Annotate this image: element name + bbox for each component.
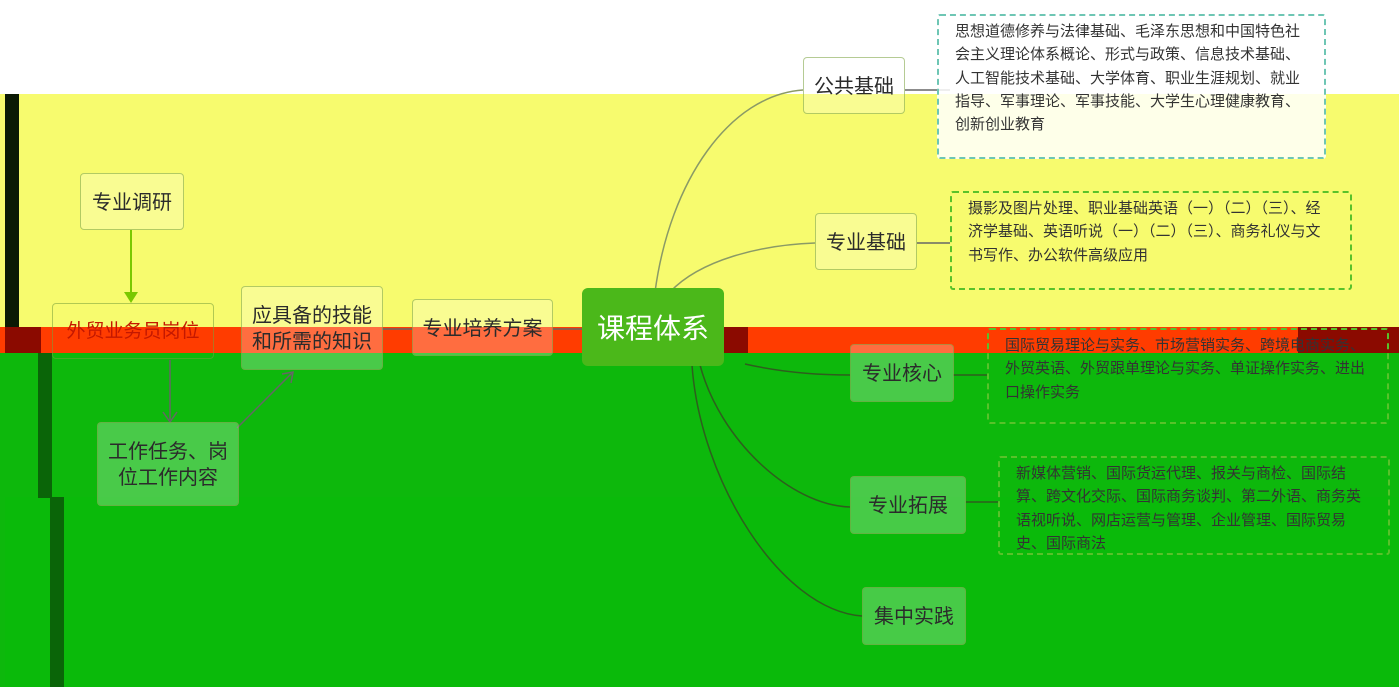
branch-professional-extension[interactable]: 专业拓展 [850,476,966,534]
branch-label: 专业核心 [862,361,942,385]
node-position[interactable]: 外贸业务员岗位 [52,303,214,359]
node-position-label: 外贸业务员岗位 [66,319,200,342]
detail-text: 思想道德修养与法律基础、毛泽东思想和中国特色社会主义理论体系概论、形式与政策、信… [955,22,1301,133]
node-research-label: 专业调研 [92,189,172,214]
detail-text: 摄影及图片处理、职业基础英语（一）（二）（三）、经济学基础、英语听说（一）（二）… [968,199,1321,264]
branch-public-foundation[interactable]: 公共基础 [803,57,905,114]
detail-text: 国际贸易理论与实务、市场营销实务、跨境电商实务、外贸英语、外贸跟单理论与实务、单… [1005,336,1366,401]
node-skills-label: 应具备的技能和所需的知识 [252,303,372,353]
detail-public-foundation: 思想道德修养与法律基础、毛泽东思想和中国特色社会主义理论体系概论、形式与政策、信… [937,14,1326,159]
detail-professional-extension: 新媒体营销、国际货运代理、报关与商检、国际结算、跨文化交际、国际商务谈判、第二外… [998,456,1390,555]
dark-green-stripe-lower [50,497,64,687]
detail-professional-foundation: 摄影及图片处理、职业基础英语（一）（二）（三）、经济学基础、英语听说（一）（二）… [950,191,1352,290]
node-task[interactable]: 工作任务、岗位工作内容 [97,422,239,506]
branch-label: 公共基础 [814,73,894,98]
branch-professional-foundation[interactable]: 专业基础 [815,213,917,270]
node-task-label: 工作任务、岗位工作内容 [108,439,228,489]
node-plan[interactable]: 专业培养方案 [412,299,553,356]
branch-label: 专业基础 [826,229,906,254]
green-band-lower [5,497,1399,687]
detail-text: 新媒体营销、国际货运代理、报关与商检、国际结算、跨文化交际、国际商务谈判、第二外… [1016,464,1362,552]
glitch-block [5,327,41,353]
branch-label: 集中实践 [874,604,954,628]
branch-label: 专业拓展 [868,493,948,517]
central-node-label: 课程体系 [596,312,709,345]
dark-stripe [5,94,19,340]
branch-professional-core[interactable]: 专业核心 [850,344,954,402]
node-skills[interactable]: 应具备的技能和所需的知识 [241,286,383,370]
detail-professional-core: 国际贸易理论与实务、市场营销实务、跨境电商实务、外贸英语、外贸跟单理论与实务、单… [987,328,1389,424]
branch-practice[interactable]: 集中实践 [862,587,966,645]
glitch-block [1298,327,1399,353]
central-node[interactable]: 课程体系 [582,288,724,366]
node-plan-label: 专业培养方案 [422,315,543,340]
node-research[interactable]: 专业调研 [80,173,184,230]
dark-green-stripe [38,340,52,498]
